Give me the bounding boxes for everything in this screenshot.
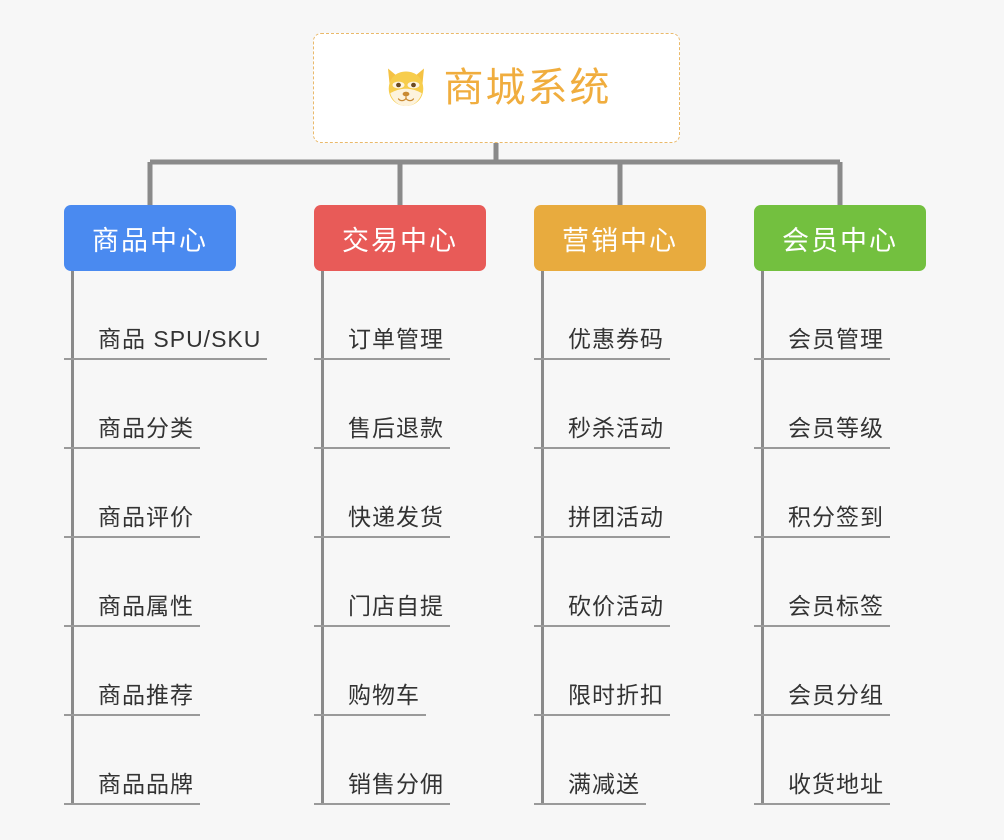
branch-header-product-center[interactable]: 商品中心 — [64, 205, 236, 271]
list-item-label: 订单管理 — [314, 326, 450, 360]
list-item-label: 收货地址 — [754, 771, 890, 805]
branch-spine — [321, 271, 324, 805]
list-item[interactable]: 会员标签 — [754, 538, 926, 627]
list-item-label: 会员标签 — [754, 593, 890, 627]
list-item-label: 优惠券码 — [534, 326, 670, 360]
list-item-label: 销售分佣 — [314, 771, 450, 805]
list-item[interactable]: 限时折扣 — [534, 627, 706, 716]
list-item[interactable]: 购物车 — [314, 627, 486, 716]
list-item[interactable]: 商品评价 — [64, 449, 267, 538]
branch-header-label: 交易中心 — [342, 225, 458, 256]
branch-product-center: 商品中心 商品 SPU/SKU 商品分类 商品评价 商品属性 商品推荐 商品品牌 — [64, 205, 268, 805]
list-item[interactable]: 优惠券码 — [534, 271, 706, 360]
list-item-label: 秒杀活动 — [534, 415, 670, 449]
list-item[interactable]: 售后退款 — [314, 360, 486, 449]
list-item-label: 限时折扣 — [534, 682, 670, 716]
branch-spine — [541, 271, 544, 805]
list-item[interactable]: 会员等级 — [754, 360, 926, 449]
list-item-label: 快递发货 — [314, 504, 450, 538]
list-item[interactable]: 会员管理 — [754, 271, 926, 360]
root-title: 商城系统 — [443, 66, 612, 110]
list-item-label: 门店自提 — [314, 593, 450, 627]
branch-member-center: 会员中心 会员管理 会员等级 积分签到 会员标签 会员分组 收货地址 — [754, 205, 926, 805]
list-item-label: 商品分类 — [64, 415, 200, 449]
list-item-label: 商品品牌 — [64, 771, 200, 805]
branch-spine — [71, 271, 74, 805]
list-item[interactable]: 积分签到 — [754, 449, 926, 538]
list-item[interactable]: 满减送 — [534, 716, 706, 805]
branch-items-trade-center: 订单管理 售后退款 快递发货 门店自提 购物车 销售分佣 — [314, 271, 486, 805]
list-item[interactable]: 快递发货 — [314, 449, 486, 538]
list-item-label: 商品 SPU/SKU — [64, 326, 268, 360]
branch-header-label: 商品中心 — [92, 225, 208, 256]
list-item-label: 满减送 — [534, 771, 646, 805]
list-item-label: 售后退款 — [314, 415, 450, 449]
list-item[interactable]: 销售分佣 — [314, 716, 486, 805]
list-item[interactable]: 门店自提 — [314, 538, 486, 627]
branch-header-label: 营销中心 — [562, 225, 678, 256]
list-item[interactable]: 商品 SPU/SKU — [64, 271, 268, 360]
branch-items-product-center: 商品 SPU/SKU 商品分类 商品评价 商品属性 商品推荐 商品品牌 — [64, 271, 268, 805]
branch-trade-center: 交易中心 订单管理 售后退款 快递发货 门店自提 购物车 销售分佣 — [314, 205, 486, 805]
list-item-label: 会员等级 — [754, 415, 890, 449]
branch-header-marketing-center[interactable]: 营销中心 — [534, 205, 706, 271]
list-item-label: 拼团活动 — [534, 504, 670, 538]
list-item[interactable]: 收货地址 — [754, 716, 926, 805]
branch-spine — [761, 271, 764, 805]
list-item-label: 商品评价 — [64, 504, 200, 538]
list-item[interactable]: 商品品牌 — [64, 716, 267, 805]
branch-header-member-center[interactable]: 会员中心 — [754, 205, 926, 271]
list-item-label: 购物车 — [314, 682, 426, 716]
branch-header-label: 会员中心 — [782, 225, 898, 256]
list-item-label: 砍价活动 — [534, 593, 670, 627]
list-item-label: 会员分组 — [754, 682, 890, 716]
list-item[interactable]: 拼团活动 — [534, 449, 706, 538]
branch-items-marketing-center: 优惠券码 秒杀活动 拼团活动 砍价活动 限时折扣 满减送 — [534, 271, 706, 805]
list-item-label: 商品属性 — [64, 593, 200, 627]
branch-marketing-center: 营销中心 优惠券码 秒杀活动 拼团活动 砍价活动 限时折扣 满减送 — [534, 205, 706, 805]
list-item[interactable]: 商品属性 — [64, 538, 267, 627]
root-node[interactable]: 商城系统 — [313, 33, 680, 143]
list-item-label: 积分签到 — [754, 504, 890, 538]
list-item-label: 商品推荐 — [64, 682, 200, 716]
branch-items-member-center: 会员管理 会员等级 积分签到 会员标签 会员分组 收货地址 — [754, 271, 926, 805]
list-item[interactable]: 商品分类 — [64, 360, 267, 449]
list-item[interactable]: 秒杀活动 — [534, 360, 706, 449]
list-item[interactable]: 订单管理 — [314, 271, 486, 360]
list-item[interactable]: 商品推荐 — [64, 627, 267, 716]
list-item-label: 会员管理 — [754, 326, 890, 360]
list-item[interactable]: 会员分组 — [754, 627, 926, 716]
list-item[interactable]: 砍价活动 — [534, 538, 706, 627]
shiba-dog-icon — [387, 68, 424, 106]
branch-header-trade-center[interactable]: 交易中心 — [314, 205, 486, 271]
